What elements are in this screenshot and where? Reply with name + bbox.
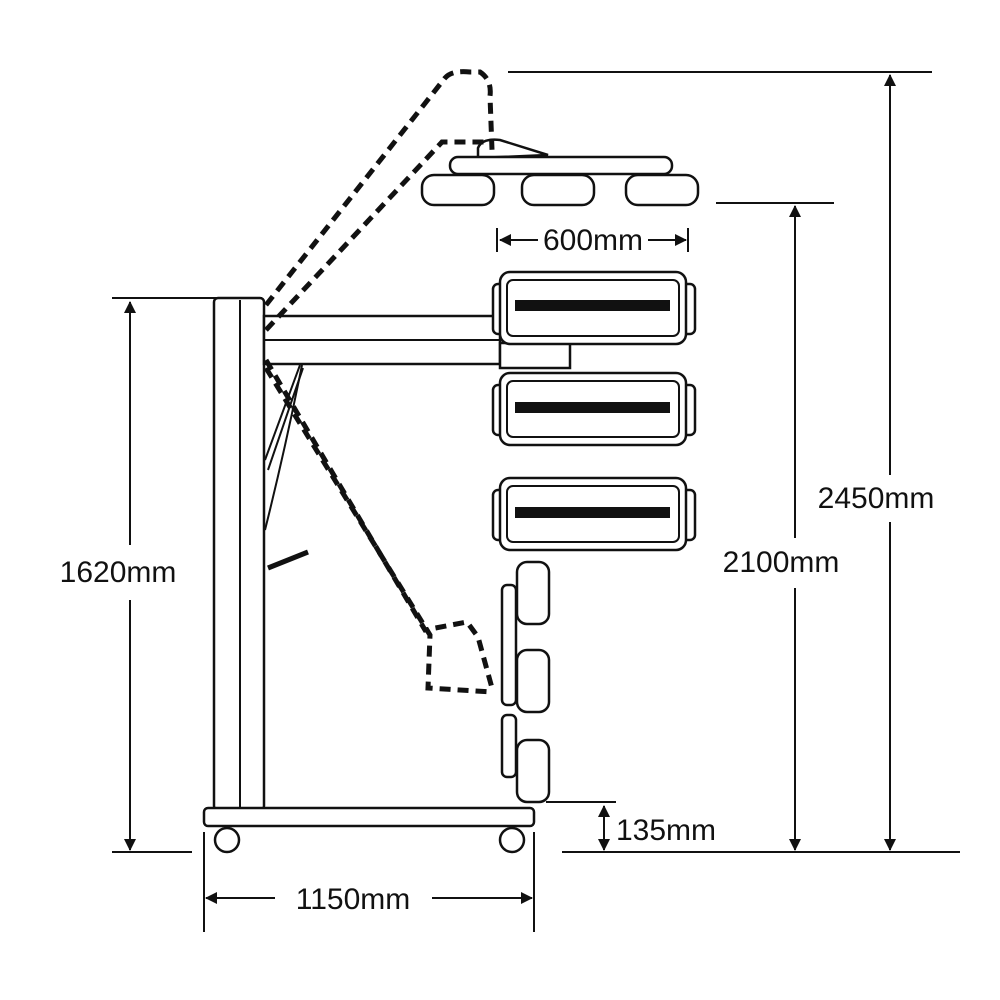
adjust-handle [267, 549, 309, 571]
label-600mm: 600mm [543, 224, 643, 257]
lamp-panel-bottom [491, 476, 697, 552]
lamp-panel-top [491, 270, 697, 346]
wheel-right [498, 826, 526, 854]
support-strut [264, 364, 304, 531]
lamp-panel-middle [491, 371, 697, 447]
lamp-vertical-position [500, 560, 551, 804]
dim-column-height: 1620mm [60, 297, 262, 853]
stand-base [202, 806, 536, 828]
wheel-left [213, 826, 241, 854]
label-2450mm: 2450mm [818, 482, 935, 515]
arm-lowered-dashed [263, 358, 495, 695]
label-1620mm: 1620mm [60, 556, 177, 589]
dim-base-length: 1150mm [203, 832, 535, 932]
dim-max-height: 2450mm [508, 71, 935, 851]
label-1150mm: 1150mm [296, 883, 411, 916]
stand-column [212, 296, 266, 812]
lamp-raised-position [420, 138, 700, 207]
dim-lamp-height: 2100mm [716, 202, 840, 851]
horizontal-arm [262, 314, 572, 370]
dim-width-reach: 600mm [496, 224, 689, 257]
label-2100mm: 2100mm [723, 546, 840, 579]
dim-ground-clearance: 135mm [546, 801, 960, 853]
arm-raised-dashed [264, 69, 495, 332]
label-135mm: 135mm [616, 814, 716, 847]
